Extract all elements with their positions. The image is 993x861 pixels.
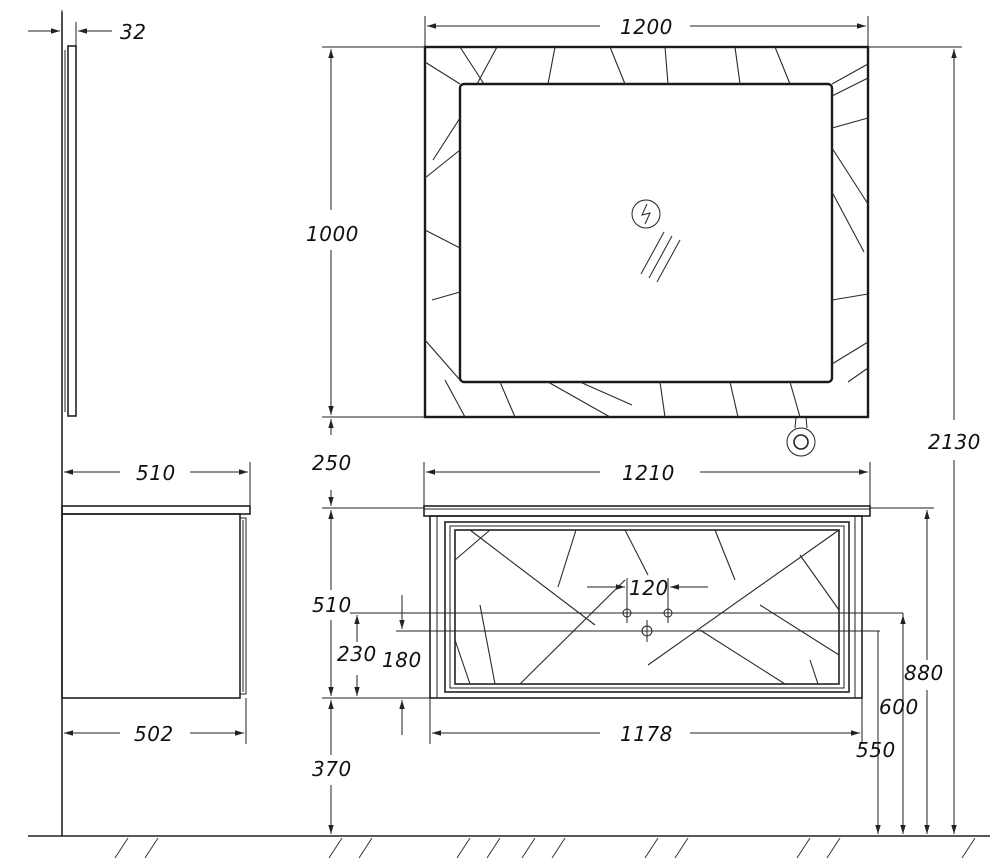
dim-cabinet-height-label: 510 bbox=[312, 593, 352, 617]
dim-mirror-height: 1000 bbox=[306, 46, 425, 418]
dim-top-width: 1210 bbox=[423, 461, 871, 506]
dim-mirror-depth: 32 bbox=[28, 10, 146, 46]
dim-total-height-label: 2130 bbox=[928, 430, 981, 454]
cabinet-side bbox=[61, 513, 247, 699]
mirror-side-profile bbox=[64, 45, 77, 417]
dim-inlet-180-label: 180 bbox=[382, 648, 422, 672]
floor bbox=[28, 835, 990, 859]
dim-gap: 250 bbox=[312, 419, 352, 506]
dim-right-heights: 550 600 880 2130 bbox=[856, 46, 981, 834]
dim-top-width-label: 1210 bbox=[622, 461, 675, 485]
dim-gap-label: 250 bbox=[312, 451, 352, 475]
dim-height-550-label: 550 bbox=[856, 738, 896, 762]
dim-mirror-width-label: 1200 bbox=[620, 15, 673, 39]
dim-tap-spacing-label: 120 bbox=[629, 576, 669, 600]
dim-cabinet-width: 1178 bbox=[429, 698, 863, 746]
dim-inlet-230-label: 230 bbox=[337, 642, 377, 666]
dim-inlet-heights: 230 180 bbox=[337, 595, 903, 735]
mirror-frame-pattern bbox=[424, 46, 869, 418]
cabinet-front bbox=[423, 505, 871, 699]
mirror-front bbox=[423, 45, 870, 457]
dim-cabinet-width-label: 1178 bbox=[620, 722, 673, 746]
dim-top-depth-label: 510 bbox=[136, 461, 176, 485]
dim-mirror-depth-label: 32 bbox=[120, 20, 146, 44]
side-view: 32 510 502 bbox=[28, 10, 251, 836]
dim-mirror-height-label: 1000 bbox=[306, 222, 359, 246]
dim-top-depth: 510 bbox=[64, 461, 251, 506]
floor-hatching bbox=[114, 837, 976, 859]
glass-reflection-marks bbox=[640, 231, 681, 283]
dim-cabinet-depth-label: 502 bbox=[134, 722, 174, 746]
dim-floor-clearance: 370 bbox=[312, 700, 352, 834]
dim-height-600-label: 600 bbox=[879, 695, 919, 719]
dim-mirror-width: 1200 bbox=[424, 15, 869, 47]
dim-floor-clearance-label: 370 bbox=[312, 757, 352, 781]
dim-cabinet-depth: 502 bbox=[64, 698, 247, 746]
touch-switch-icon bbox=[786, 416, 816, 457]
dim-height-880-label: 880 bbox=[904, 661, 944, 685]
countertop-side bbox=[61, 505, 251, 515]
electric-power-icon bbox=[631, 199, 661, 229]
drawer-pattern bbox=[454, 529, 840, 685]
dim-tap-spacing: 120 bbox=[587, 576, 708, 606]
